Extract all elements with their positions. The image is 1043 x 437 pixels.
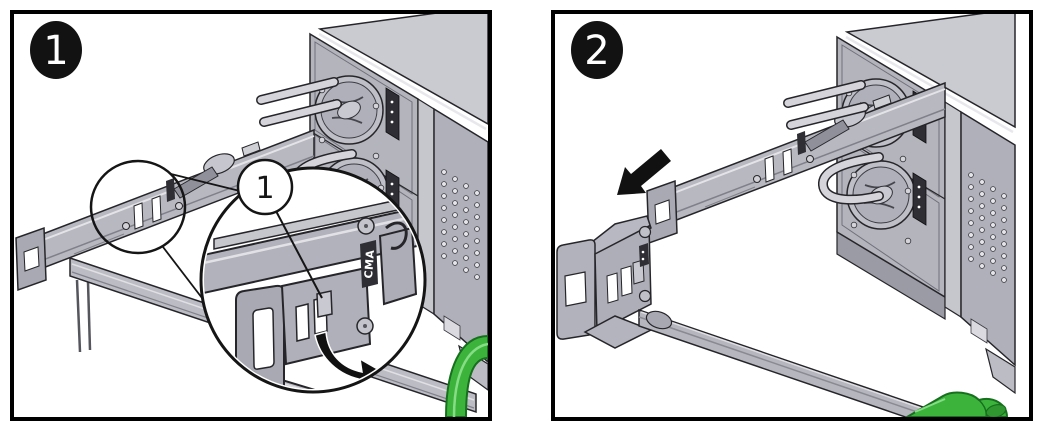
step-1-badge-label: 1 <box>43 28 68 74</box>
step-2-badge-label: 2 <box>584 28 609 74</box>
cma-support-rods <box>75 279 92 353</box>
cma-label-plate <box>360 240 378 288</box>
cma-label-text: CMA <box>362 249 377 279</box>
cma-green-strap <box>444 334 488 417</box>
magnifier-connector-lines <box>162 173 245 299</box>
detail-inset-circle <box>199 166 427 394</box>
callout-1: 1 <box>236 158 294 216</box>
panel-step-1: CMA 1 1 <box>10 10 492 421</box>
step-2-badge: 2 <box>571 21 623 79</box>
cma-green-clip <box>905 391 1009 417</box>
cma-slide-bar <box>638 308 924 417</box>
callout-leader-line <box>275 210 323 299</box>
panel-step-2: 2 <box>551 10 1033 421</box>
removal-direction-arrow-icon <box>617 149 671 195</box>
magnifier-source-circle <box>89 159 187 255</box>
cma-connector-bracket <box>556 215 653 349</box>
step-1-badge: 1 <box>30 21 82 79</box>
callout-1-label: 1 <box>255 171 274 206</box>
